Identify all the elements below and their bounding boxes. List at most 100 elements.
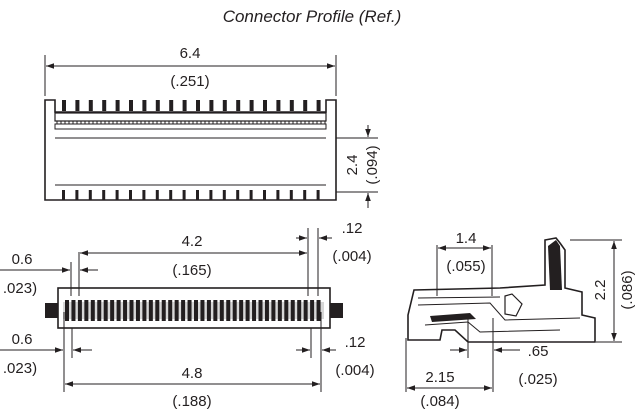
front-contact	[187, 300, 192, 321]
side-width-in: (.084)	[420, 393, 459, 410]
front-contact	[116, 300, 121, 321]
side-height-mm: 2.2	[592, 280, 609, 301]
side-contact-lines	[417, 296, 581, 333]
side-housing-outline	[407, 237, 596, 343]
front-contact	[264, 300, 269, 321]
front-contact	[226, 300, 231, 321]
front-contact	[155, 300, 160, 321]
front-gap-lower-mm: .12	[345, 334, 366, 351]
side-pin-mm: .65	[528, 343, 549, 360]
top-pin-lower	[169, 190, 173, 200]
top-pin-lower	[155, 190, 159, 200]
top-pin-upper	[222, 100, 227, 111]
top-pin-upper	[102, 100, 107, 111]
top-pin-upper	[263, 100, 267, 111]
top-pin-upper	[182, 100, 187, 111]
side-contact-shade	[430, 313, 476, 322]
front-contact	[77, 300, 82, 321]
front-view: 4.2 (.165) .12 (.004) 0.6 .023) 0.6 .023…	[0, 220, 375, 410]
front-contact	[97, 300, 102, 321]
front-contact	[84, 300, 89, 321]
front-contact	[245, 300, 250, 321]
top-pin-upper	[236, 100, 241, 111]
front-contact	[103, 300, 108, 321]
front-overall-mm: 4.8	[182, 365, 203, 382]
front-contact	[206, 300, 211, 321]
top-pin-upper	[276, 100, 281, 111]
front-left-upper-mm: 0.6	[12, 251, 33, 268]
top-view: 6.4 (.251) 2.4 (.094)	[44, 45, 381, 208]
top-pin-upper	[115, 100, 120, 111]
top-pin-lower	[129, 190, 132, 200]
front-contact-rows	[65, 300, 321, 321]
front-contact	[71, 300, 76, 321]
front-contact	[194, 300, 198, 321]
front-contact	[129, 300, 134, 321]
top-pin-upper	[155, 100, 160, 111]
front-contact	[252, 300, 257, 321]
top-inner-rail	[54, 123, 327, 130]
top-pin-upper	[289, 100, 294, 111]
front-contact	[290, 300, 295, 321]
top-pin-lower	[182, 190, 186, 200]
side-height-in: (.086)	[619, 270, 636, 309]
front-contact	[316, 300, 321, 321]
front-contact	[148, 300, 153, 321]
front-left-upper-in: .023)	[3, 280, 37, 297]
top-pin-upper	[142, 100, 147, 111]
top-pin-lower	[263, 190, 266, 200]
front-contact	[232, 300, 237, 321]
front-contact	[297, 300, 302, 321]
top-pin-upper	[169, 100, 174, 111]
top-pin-lower	[196, 190, 199, 200]
top-pin-upper	[129, 100, 133, 111]
top-lower-pins	[62, 190, 320, 200]
front-contact	[213, 300, 218, 321]
top-pin-lower	[276, 190, 280, 200]
top-height-in: (.094)	[364, 145, 381, 184]
top-pin-upper	[249, 100, 254, 111]
top-pin-upper	[209, 100, 214, 111]
side-contact-hook	[504, 293, 523, 317]
front-contact	[239, 300, 244, 321]
top-pin-lower	[289, 190, 293, 200]
front-contact	[110, 300, 115, 321]
front-gap-lower-in: (.004)	[335, 362, 374, 379]
top-pin-upper	[303, 100, 308, 111]
front-contact	[174, 300, 179, 321]
front-contact	[123, 300, 128, 321]
front-contact	[219, 300, 224, 321]
front-contact	[310, 300, 315, 321]
top-height-mm: 2.4	[344, 155, 361, 176]
top-pin-lower	[249, 190, 253, 200]
top-pin-upper	[62, 100, 66, 111]
top-width-mm: 6.4	[180, 45, 201, 62]
top-pin-lower	[209, 190, 213, 200]
front-inner-in: (.165)	[172, 262, 211, 279]
front-left-tab	[45, 303, 58, 318]
side-top-mm: 1.4	[456, 230, 477, 247]
top-body-outline	[44, 99, 337, 201]
front-contact	[168, 300, 173, 321]
front-contact	[303, 300, 308, 321]
drawing-title: Connector Profile (Ref.)	[223, 7, 402, 26]
top-pin-lower	[142, 190, 146, 200]
top-pin-lower	[316, 190, 320, 200]
front-gap-upper-mm: .12	[342, 220, 363, 237]
front-contact	[65, 300, 69, 321]
front-right-tab	[330, 303, 343, 318]
top-upper-pins	[62, 100, 321, 111]
side-top-in: (.055)	[446, 258, 485, 275]
front-contact	[271, 300, 276, 321]
top-pin-lower	[303, 190, 307, 200]
top-pin-lower	[102, 190, 106, 200]
side-width-mm: 2.15	[425, 369, 454, 386]
front-left-lower-in: .023)	[3, 360, 37, 377]
top-pin-upper	[88, 100, 93, 111]
top-pin-lower	[75, 190, 79, 200]
top-pin-lower	[88, 190, 92, 200]
top-pin-lower	[115, 190, 119, 200]
front-left-lower-mm: 0.6	[12, 331, 33, 348]
side-view: 1.4 (.055) 2.2 (.086) .65 (.025) 2.15 (.…	[405, 230, 636, 410]
top-pin-lower	[62, 190, 65, 200]
